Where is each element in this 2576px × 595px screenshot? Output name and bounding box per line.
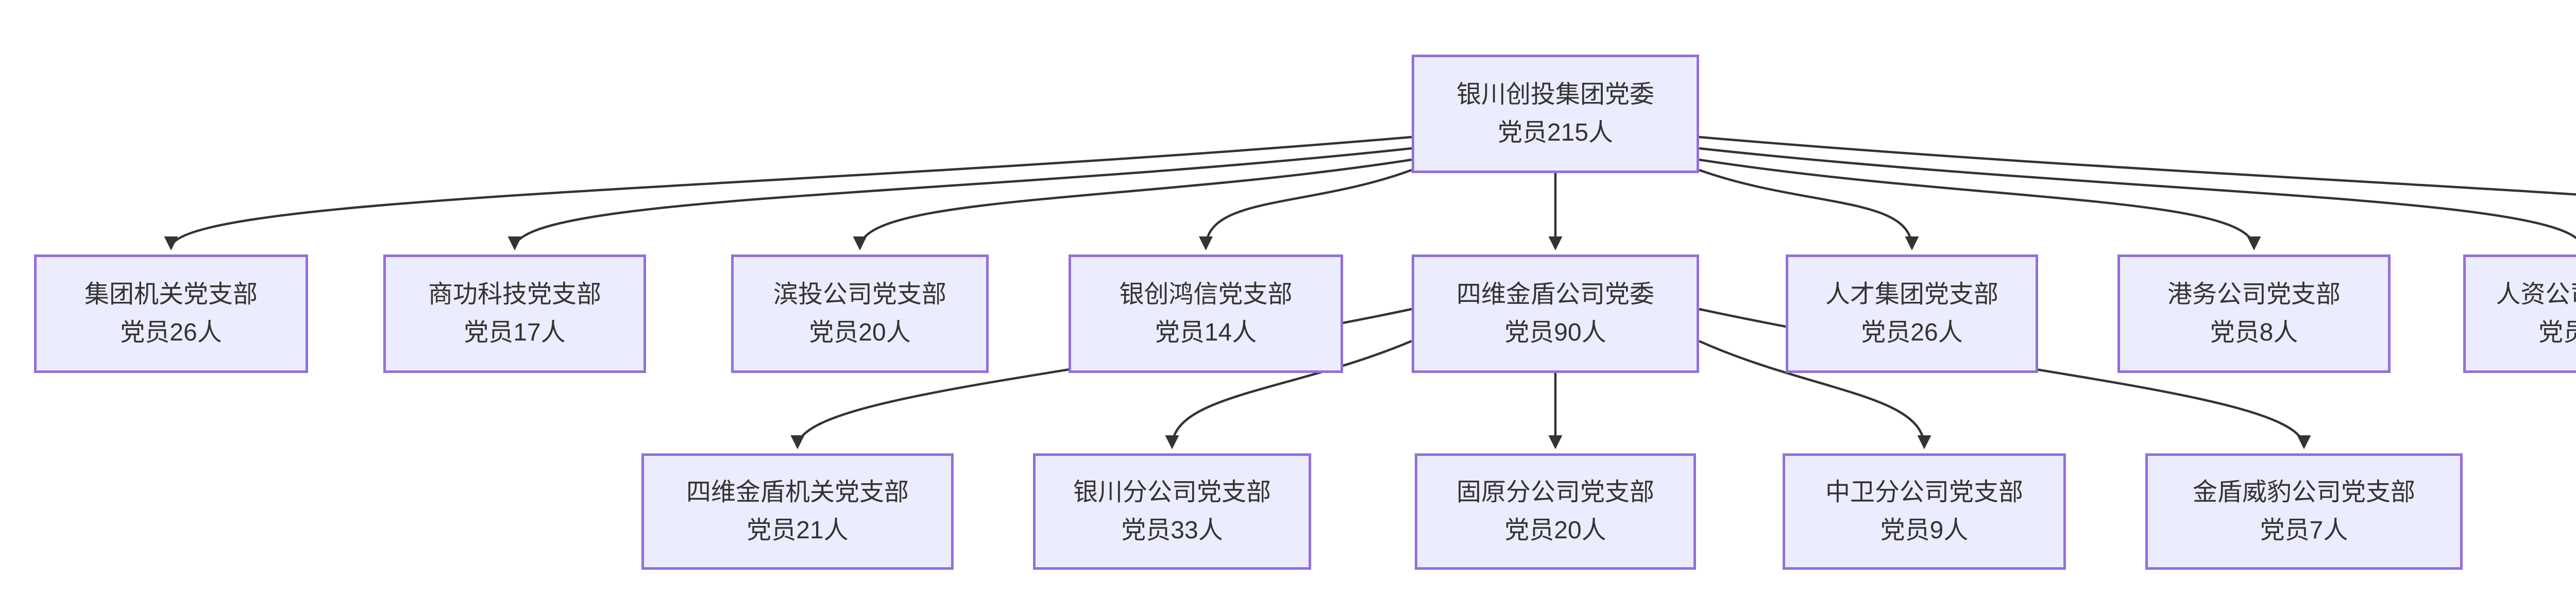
edge-root-n3 [853,158,1412,251]
node-member-count: 党员17人 [464,319,566,346]
node-member-count: 党员20人 [809,319,911,346]
org-node-c5: 金盾威豹公司党支部 党员7人 [2145,453,2463,570]
node-title: 银川创投集团党委 [1456,81,1654,108]
node-title: 金盾威豹公司党支部 [2192,479,2415,506]
org-node-n5: 四维金盾公司党委 党员90人 [1412,254,1699,373]
node-member-count: 党员20人 [1504,517,1606,544]
node-member-count: 党员26人 [1861,319,1963,346]
edge-root-n2 [507,147,1412,251]
org-node-c4: 中卫分公司党支部 党员9人 [1783,453,2066,570]
node-member-count: 党员33人 [1121,517,1223,544]
node-member-count: 党员14人 [1155,319,1257,346]
edge-n5-c4 [1699,339,1931,450]
org-node-n6: 人才集团党支部 党员26人 [1786,254,2038,373]
node-title: 四维金盾机关党支部 [686,479,909,506]
node-member-count: 党员26人 [120,319,222,346]
org-node-n7: 港务公司党支部 党员8人 [2117,254,2391,373]
edge-root-n9 [1699,135,2576,196]
node-member-count: 党员5人 [2538,319,2576,346]
org-node-root: 银川创投集团党委 党员215人 [1412,55,1699,173]
node-title: 商功科技党支部 [428,281,601,308]
edge-root-n4 [1199,168,1412,251]
org-node-c3: 固原分公司党支部 党员20人 [1415,453,1696,570]
edge-n5-c2 [1165,339,1412,450]
node-member-count: 党员7人 [2260,517,2348,544]
edge-root-n1 [164,135,1412,251]
org-node-c2: 银川分公司党支部 党员33人 [1033,453,1311,570]
edge-root-n8 [1699,147,2576,251]
node-title: 固原分公司党支部 [1456,479,1654,506]
edge-root-n6 [1699,168,1919,251]
node-title: 滨投公司党支部 [773,281,946,308]
node-member-count: 党员8人 [2210,319,2298,346]
org-node-n2: 商功科技党支部 党员17人 [383,254,646,373]
org-node-n4: 银创鸿信党支部 党员14人 [1069,254,1343,373]
node-title: 四维金盾公司党委 [1456,281,1654,308]
node-member-count: 党员9人 [1880,517,1969,544]
node-member-count: 党员90人 [1504,319,1606,346]
node-title: 中卫分公司党支部 [1825,479,2023,506]
node-title: 银川分公司党支部 [1073,479,1271,506]
node-member-count: 党员215人 [1497,119,1614,146]
org-node-c1: 四维金盾机关党支部 党员21人 [641,453,954,570]
org-node-n8: 人资公司党支部 党员5人 [2463,254,2576,373]
org-node-n1: 集团机关党支部 党员26人 [34,254,308,373]
node-title: 人才集团党支部 [1825,281,1998,308]
node-title: 港务公司党支部 [2167,281,2341,308]
org-node-n3: 滨投公司党支部 党员20人 [731,254,989,373]
node-title: 集团机关党支部 [84,281,258,308]
node-title: 银创鸿信党支部 [1119,281,1293,308]
node-title: 人资公司党支部 [2496,281,2576,308]
edge-root-n7 [1699,158,2261,251]
node-member-count: 党员21人 [747,517,849,544]
